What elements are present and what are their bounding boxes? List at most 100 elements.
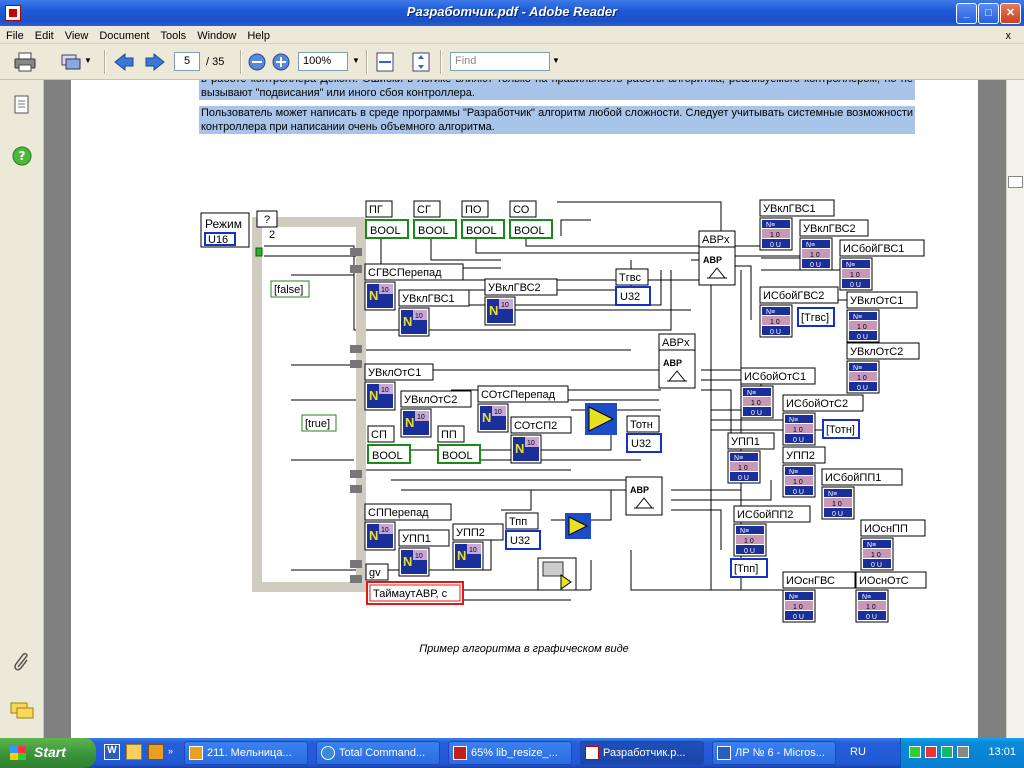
function-label: УПП1	[402, 533, 431, 545]
scrollbar-thumb[interactable]	[1008, 176, 1023, 188]
menu-view[interactable]: View	[64, 30, 89, 42]
attachments-icon[interactable]	[12, 652, 32, 672]
svg-text:N≡: N≡	[862, 594, 871, 601]
organizer-icon[interactable]	[60, 52, 82, 72]
clock: 13:01	[988, 746, 1016, 758]
task-button-4[interactable]: Разработчик.р...	[580, 741, 704, 765]
output-label: ИСбойПП2	[737, 509, 793, 521]
menu-document[interactable]: Document	[99, 30, 150, 42]
output-ref-3: [Тпп]	[730, 558, 768, 578]
svg-text:1 0: 1 0	[866, 604, 876, 611]
svg-text:N≡: N≡	[853, 314, 862, 321]
menu-tools[interactable]: Tools	[160, 30, 187, 42]
help-icon[interactable]: ?	[12, 146, 32, 166]
task-button-3[interactable]: 65% lib_resize_...	[448, 741, 572, 765]
svg-text:10: 10	[469, 547, 477, 554]
print-icon[interactable]	[14, 52, 36, 72]
maximize-button[interactable]: □	[978, 3, 999, 24]
svg-text:0 U: 0 U	[857, 334, 868, 341]
menu-help[interactable]: Help	[247, 30, 270, 42]
vertical-scrollbar[interactable]	[1006, 80, 1024, 738]
svg-text:0 U: 0 U	[793, 614, 804, 621]
svg-text:1 0: 1 0	[793, 427, 803, 434]
input-type: BOOL	[370, 225, 401, 237]
fit-width-icon[interactable]	[374, 52, 396, 72]
previous-page-icon[interactable]	[113, 52, 135, 72]
zoom-out-icon[interactable]	[246, 52, 268, 72]
app-quicklaunch-icon[interactable]	[148, 744, 164, 760]
svg-text:10: 10	[494, 409, 502, 416]
language-indicator[interactable]: RU	[850, 746, 866, 758]
navigation-panel: ?	[0, 80, 44, 738]
chevron-down-icon[interactable]: ▼	[552, 56, 560, 65]
mode-label: Режим	[205, 217, 242, 231]
svg-text:АВРх: АВРх	[662, 337, 690, 349]
input-type: BOOL	[372, 450, 403, 462]
close-document-button[interactable]: x	[1005, 30, 1012, 42]
paragraph-2: Пользователь может написать в среде прог…	[199, 106, 915, 134]
avr-x-block-1: АВРх АВР	[698, 230, 736, 286]
svg-text:N≡: N≡	[867, 542, 876, 549]
input-type: BOOL	[442, 450, 473, 462]
zoom-in-icon[interactable]	[270, 52, 292, 72]
case-number: 2	[269, 229, 275, 241]
menu-edit[interactable]: Edit	[34, 30, 54, 42]
tray-icon[interactable]	[925, 746, 937, 758]
svg-text:0 U: 0 U	[871, 562, 882, 569]
system-tray: 13:01	[900, 738, 1024, 768]
chevron-down-icon[interactable]: ▼	[84, 56, 92, 65]
chevron-right-icon[interactable]: »	[168, 746, 174, 756]
pages-icon[interactable]	[12, 94, 32, 116]
comments-icon[interactable]	[10, 702, 34, 720]
svg-text:0 U: 0 U	[810, 262, 821, 269]
register-icon: N≡1 00 U	[821, 486, 855, 520]
fit-page-icon[interactable]	[410, 52, 432, 72]
paragraph-1: в работе контроллера Деконт. Ошибки в ло…	[199, 80, 915, 100]
svg-text:N: N	[369, 388, 378, 403]
menu-file[interactable]: File	[6, 30, 24, 42]
algorithm-diagram: ? 2 Режим U16 [false]	[200, 199, 927, 655]
word-quicklaunch-icon[interactable]: W	[104, 744, 120, 760]
task-button-2[interactable]: Total Command...	[316, 741, 440, 765]
negate-block	[565, 513, 591, 539]
svg-text:0 U: 0 U	[857, 385, 868, 392]
windows-logo-icon	[10, 746, 26, 760]
page-number-input[interactable]: 5	[174, 52, 200, 71]
start-button[interactable]: Start	[0, 738, 96, 768]
svg-text:АВР: АВР	[703, 255, 722, 265]
next-page-icon[interactable]	[144, 52, 166, 72]
window-title: Разработчик.pdf - Adobe Reader	[406, 4, 618, 19]
zoom-level-input[interactable]: 100%	[298, 52, 348, 71]
close-button[interactable]: ✕	[1000, 3, 1021, 24]
task-button-5[interactable]: ЛР № 6 - Micros...	[712, 741, 836, 765]
find-input[interactable]: Find	[450, 52, 550, 71]
svg-text:0 U: 0 U	[832, 511, 843, 518]
pdf-page: в работе контроллера Деконт. Ошибки в ло…	[71, 80, 978, 738]
volume-icon[interactable]	[957, 746, 969, 758]
register-icon: N≡1 00 U	[740, 385, 774, 419]
tray-icon[interactable]	[909, 746, 921, 758]
chevron-down-icon[interactable]: ▼	[352, 56, 360, 65]
folder-quicklaunch-icon[interactable]	[126, 744, 142, 760]
tray-icon[interactable]	[941, 746, 953, 758]
svg-text:N: N	[405, 415, 414, 430]
timer-type: U32	[620, 291, 640, 303]
mode-input-block: Режим U16	[200, 212, 250, 248]
register-icon: N≡1 00 U	[860, 537, 894, 571]
svg-text:0 U: 0 U	[793, 437, 804, 444]
function-label: СОтСПерепад	[481, 389, 556, 401]
input-name: СП	[371, 429, 387, 441]
menu-window[interactable]: Window	[197, 30, 237, 42]
minimize-button[interactable]: _	[956, 3, 977, 24]
task-button-1[interactable]: 211. Мельница...	[184, 741, 308, 765]
svg-text:10: 10	[381, 287, 389, 294]
